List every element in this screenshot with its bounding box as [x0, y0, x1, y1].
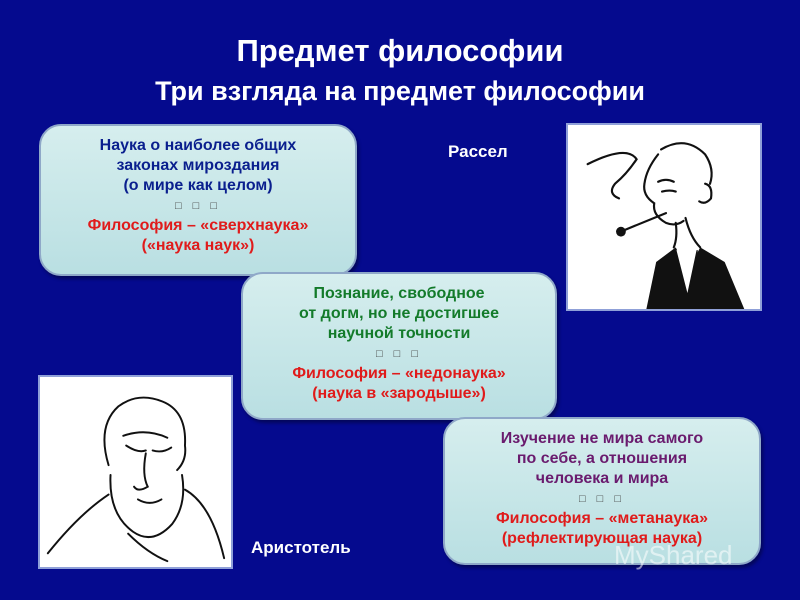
russell-caricature-icon [586, 142, 745, 309]
view-conclusion-note: (рефлектирующая наука) [501, 530, 703, 547]
view-box-underscience: Познание, свободное от догм, но не дости… [241, 272, 557, 420]
view-conclusion: Философия – «метанаука» [495, 510, 709, 527]
view-text-line: Наука о наиболее общих [99, 137, 297, 154]
view-conclusion-note: («наука наук») [141, 237, 255, 254]
view-text-line: Изучение не мира самого [500, 430, 704, 447]
view-conclusion: Философия – «недонаука» [292, 365, 506, 382]
view-conclusion: Философия – «сверхнаука» [87, 217, 309, 234]
aristotle-portrait-image [38, 375, 233, 569]
slide-subtitle: Три взгляда на предмет философии [155, 76, 645, 106]
view-text-line: по себе, а отношения [516, 450, 688, 467]
philosopher-name-russell: Рассел [448, 142, 508, 161]
view-text-line: (о мире как целом) [123, 177, 273, 194]
philosopher-name-aristotle: Аристотель [251, 538, 351, 557]
view-box-metascience: Изучение не мира самого по себе, а отнош… [443, 417, 761, 565]
view-text-line: Познание, свободное [313, 285, 485, 302]
separator-squares-icon: □ □ □ [578, 493, 626, 505]
aristotle-sketch-icon [46, 396, 226, 563]
view-conclusion-note: (наука в «зародыше») [312, 385, 486, 402]
view-text-line: от догм, но не достигшее [299, 305, 499, 322]
watermark: MyShared [614, 540, 733, 570]
view-box-superscience: Наука о наиболее общих законах мироздани… [39, 124, 357, 276]
separator-squares-icon: □ □ □ [375, 348, 423, 360]
slide-title: Предмет философии [236, 33, 564, 68]
separator-squares-icon: □ □ □ [174, 200, 222, 212]
view-text-line: человека и мира [535, 470, 669, 487]
view-text-line: научной точности [327, 325, 471, 342]
view-text-line: законах мироздания [116, 157, 280, 174]
russell-portrait-image [566, 123, 762, 311]
